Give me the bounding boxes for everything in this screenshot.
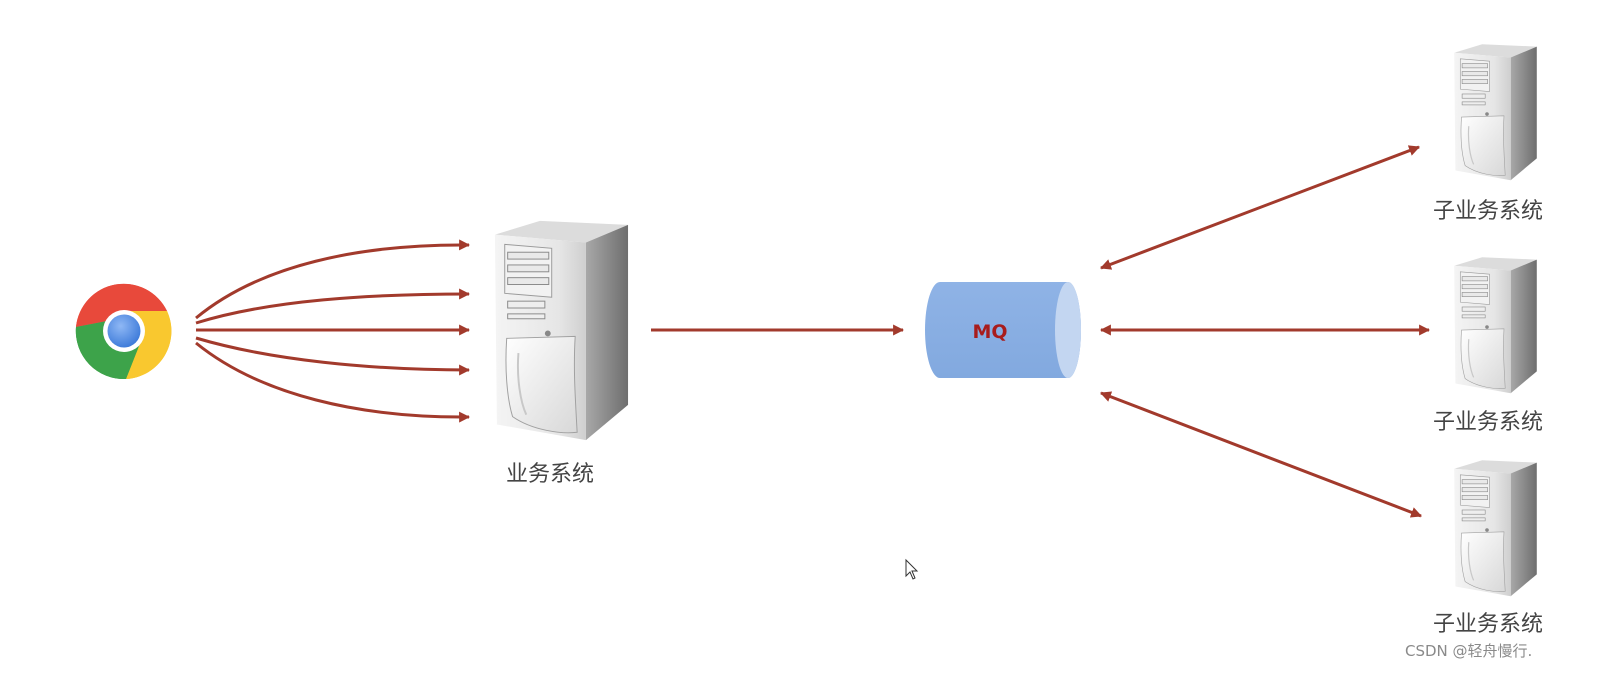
subsystem-label-3: 子业务系统	[1433, 612, 1544, 637]
subsystem-server-icon-1	[1453, 44, 1538, 181]
request-arrow-1	[195, 239, 471, 320]
watermark-text: CSDN @轻舟慢行.	[1405, 642, 1533, 660]
main-system-label: 业务系统	[506, 462, 595, 487]
chrome-browser-icon	[75, 283, 172, 380]
request-arrow-4	[195, 336, 471, 376]
subscribe-arrow-3	[1099, 391, 1423, 518]
queue-label: MQ	[972, 321, 1007, 343]
request-arrow-5	[195, 341, 471, 423]
subscribe-arrow-1	[1099, 145, 1421, 270]
main-server-icon	[493, 219, 630, 442]
subscribe-arrows	[1099, 145, 1431, 518]
subsystem-server-icon-3	[1453, 460, 1538, 597]
message-queue: MQ	[925, 282, 1081, 378]
client-request-arrows	[195, 239, 471, 423]
subsystem-label-1: 子业务系统	[1433, 199, 1544, 224]
mouse-pointer-icon	[905, 558, 919, 580]
subsystem-server-icon-2	[1453, 257, 1538, 394]
request-arrow-2	[195, 288, 471, 325]
subsystem-label-2: 子业务系统	[1433, 410, 1544, 435]
